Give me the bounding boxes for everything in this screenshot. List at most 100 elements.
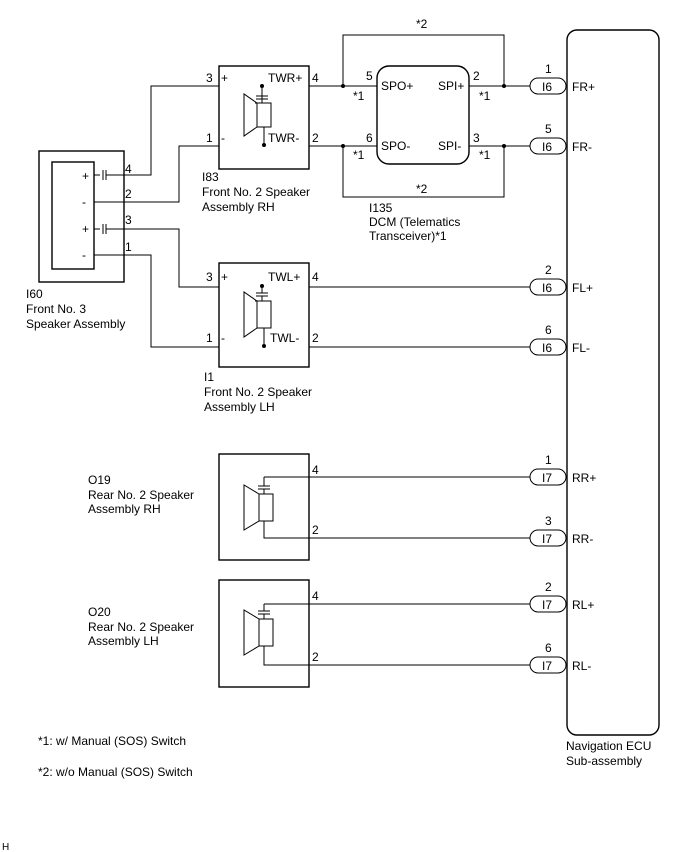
component-i135: SPO+ SPI+ SPO- SPI- 5 2 6 3 *1 *1 *1 *1 …	[353, 17, 491, 243]
ecu-terminal-rl-neg-label: RL-	[572, 659, 591, 673]
i1-pos-label: TWL+	[268, 270, 300, 284]
ecu-terminal-rr-pos-pin: 1	[545, 453, 552, 467]
ecu-terminal-fr-neg: 5 I6 FR-	[529, 122, 592, 155]
ecu-terminal-rl-neg: 6 I7 RL-	[529, 641, 591, 674]
ecu-terminal-fr-neg-pin: 5	[545, 122, 552, 136]
i83-neg-label: TWR-	[268, 131, 299, 145]
i60-sign-4: -	[82, 248, 86, 262]
component-i1: 3 + TWL+ 4 1 - TWL- 2 I1 Front No. 2 Spe…	[204, 262, 319, 414]
o19-code: O19	[88, 473, 111, 487]
i1-sign-tl: +	[221, 270, 228, 284]
i135-bypass-mark-top: *2	[416, 17, 428, 31]
component-i83: 3 + TWR+ 4 1 - TWR- 2 I83 Front No. 2 Sp…	[202, 65, 319, 214]
i1-code: I1	[204, 370, 214, 384]
i135-spi-neg: SPI-	[438, 139, 461, 153]
i60-pin-4: 4	[125, 162, 132, 176]
note-2: *2: w/o Manual (SOS) Switch	[38, 765, 193, 779]
o19-pin-bot: 2	[312, 523, 319, 537]
i135-mark-spo-pos: *1	[353, 89, 365, 103]
ecu-terminal-rr-neg: 3 I7 RR-	[529, 514, 593, 547]
ecu-terminal-rr-neg-label: RR-	[572, 532, 593, 546]
i135-mark-spi-pos: *1	[479, 89, 491, 103]
i83-sign-bl: -	[221, 131, 225, 145]
i135-spo-pos: SPO+	[381, 79, 413, 93]
i1-name-line1: Front No. 2 Speaker	[204, 385, 312, 399]
i83-pin-tr: 4	[312, 71, 319, 85]
i83-code: I83	[202, 170, 219, 184]
i135-pin-spo-pos: 5	[366, 69, 373, 83]
i1-sign-bl: -	[221, 331, 225, 345]
i135-name-line2: Transceiver)*1	[369, 229, 447, 243]
ecu-name-line1: Navigation ECU	[566, 739, 651, 753]
ecu-terminal-fr-neg-label: FR-	[572, 140, 592, 154]
i83-pin-br: 2	[312, 131, 319, 145]
ecu-terminal-rl-neg-connector: I7	[542, 659, 552, 673]
note-1: *1: w/ Manual (SOS) Switch	[38, 734, 186, 748]
o19-name-line1: Rear No. 2 Speaker	[88, 488, 194, 502]
o20-name-line1: Rear No. 2 Speaker	[88, 620, 194, 634]
ecu-terminal-fl-neg: 6 I6 FL-	[529, 323, 590, 356]
i1-pin-br: 2	[312, 331, 319, 345]
i60-pin-2: 2	[125, 187, 132, 201]
o20-pin-bot: 2	[312, 650, 319, 664]
ecu-terminal-fr-pos-connector: I6	[542, 80, 552, 94]
i135-code: I135	[369, 201, 393, 215]
i135-pin-spo-neg: 6	[366, 131, 373, 145]
ecu-terminal-rr-neg-pin: 3	[545, 514, 552, 528]
ecu-terminal-rr-pos-label: RR+	[572, 471, 596, 485]
wires	[124, 34, 530, 666]
component-o19: 4 2 O19 Rear No. 2 Speaker Assembly RH	[88, 453, 319, 561]
i60-pin-1: 1	[125, 240, 132, 254]
ecu-terminal-rl-pos-connector: I7	[542, 598, 552, 612]
i83-pos-label: TWR+	[268, 71, 302, 85]
i135-spo-neg: SPO-	[381, 139, 410, 153]
o20-code: O20	[88, 605, 111, 619]
i135-mark-spo-neg: *1	[353, 148, 365, 162]
ecu-terminal-rl-pos-pin: 2	[545, 580, 552, 594]
component-i60: + - + - 4 2 3 1 I60 Front No. 3 Speaker …	[26, 150, 132, 331]
ecu-terminal-fl-pos-connector: I6	[542, 281, 552, 295]
ecu-terminal-fr-pos-label: FR+	[572, 80, 595, 94]
i60-pin-3: 3	[125, 213, 132, 227]
ecu-terminal-fl-pos-pin: 2	[545, 263, 552, 277]
ecu-terminal-rl-pos: 2 I7 RL+	[529, 580, 594, 613]
i83-pin-tl: 3	[206, 71, 213, 85]
ecu-terminals: 1 I6 FR+ 5 I6 FR- 2 I6 FL+ 6 I6 FL- 1 I7…	[529, 62, 596, 674]
i83-name-line2: Assembly RH	[202, 200, 275, 214]
ecu-terminal-fr-neg-connector: I6	[542, 140, 552, 154]
i135-pin-spi-neg: 3	[473, 131, 480, 145]
o19-name-line2: Assembly RH	[88, 502, 161, 516]
i60-sign-1: +	[82, 169, 89, 183]
ecu-terminal-fl-neg-label: FL-	[572, 341, 590, 355]
o19-pin-top: 4	[312, 463, 319, 477]
i135-bypass-mark-bottom: *2	[416, 182, 428, 196]
ecu-terminal-rr-neg-connector: I7	[542, 532, 552, 546]
ecu-terminal-fr-pos-pin: 1	[545, 62, 552, 76]
i60-sign-2: -	[82, 195, 86, 209]
i1-pin-tr: 4	[312, 270, 319, 284]
o20-name-line2: Assembly LH	[88, 634, 159, 648]
i1-pin-bl: 1	[206, 331, 213, 345]
i135-pin-spi-pos: 2	[473, 69, 480, 83]
i135-name-line1: DCM (Telematics	[369, 215, 460, 229]
i83-name-line1: Front No. 2 Speaker	[202, 185, 310, 199]
ecu-terminal-rl-neg-pin: 6	[545, 641, 552, 655]
i60-sign-3: +	[82, 222, 89, 236]
ecu-terminal-rr-pos: 1 I7 RR+	[529, 453, 596, 486]
o20-pin-top: 4	[312, 589, 319, 603]
o20-speaker-icon	[258, 618, 274, 647]
i83-pin-bl: 1	[206, 131, 213, 145]
navigation-ecu-box	[566, 29, 660, 736]
i1-pin-tl: 3	[206, 270, 213, 284]
ecu-terminal-fl-neg-connector: I6	[542, 341, 552, 355]
i135-spi-pos: SPI+	[438, 79, 464, 93]
ecu-terminal-rr-pos-connector: I7	[542, 471, 552, 485]
i60-name-line2: Speaker Assembly	[26, 317, 125, 331]
i1-neg-label: TWL-	[270, 331, 299, 345]
o19-speaker-icon	[258, 493, 274, 522]
i83-sign-tl: +	[221, 71, 228, 85]
i60-code: I60	[26, 287, 43, 301]
i135-mark-spi-neg: *1	[479, 148, 491, 162]
ecu-terminal-fl-neg-pin: 6	[545, 323, 552, 337]
